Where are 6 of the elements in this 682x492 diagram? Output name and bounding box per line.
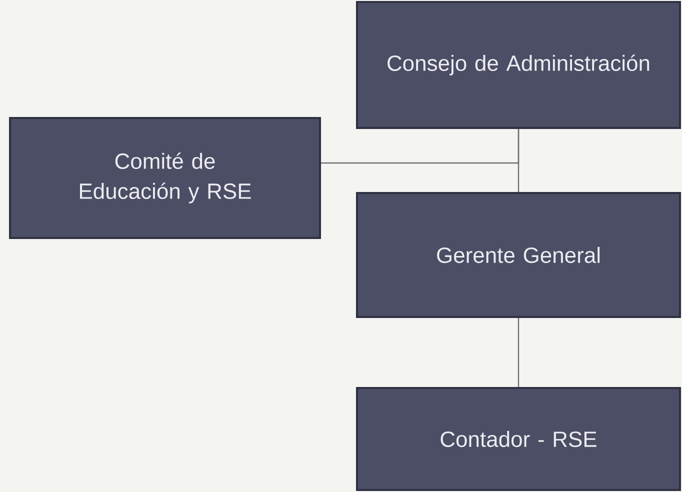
org-box: Gerente General	[356, 192, 681, 318]
org-box: Comité de Educación y RSE	[9, 117, 321, 239]
connector-line	[518, 318, 520, 387]
org-box: Consejo de Administración	[356, 1, 681, 129]
org-box: Contador - RSE	[356, 386, 681, 491]
connector-line	[321, 129, 520, 164]
